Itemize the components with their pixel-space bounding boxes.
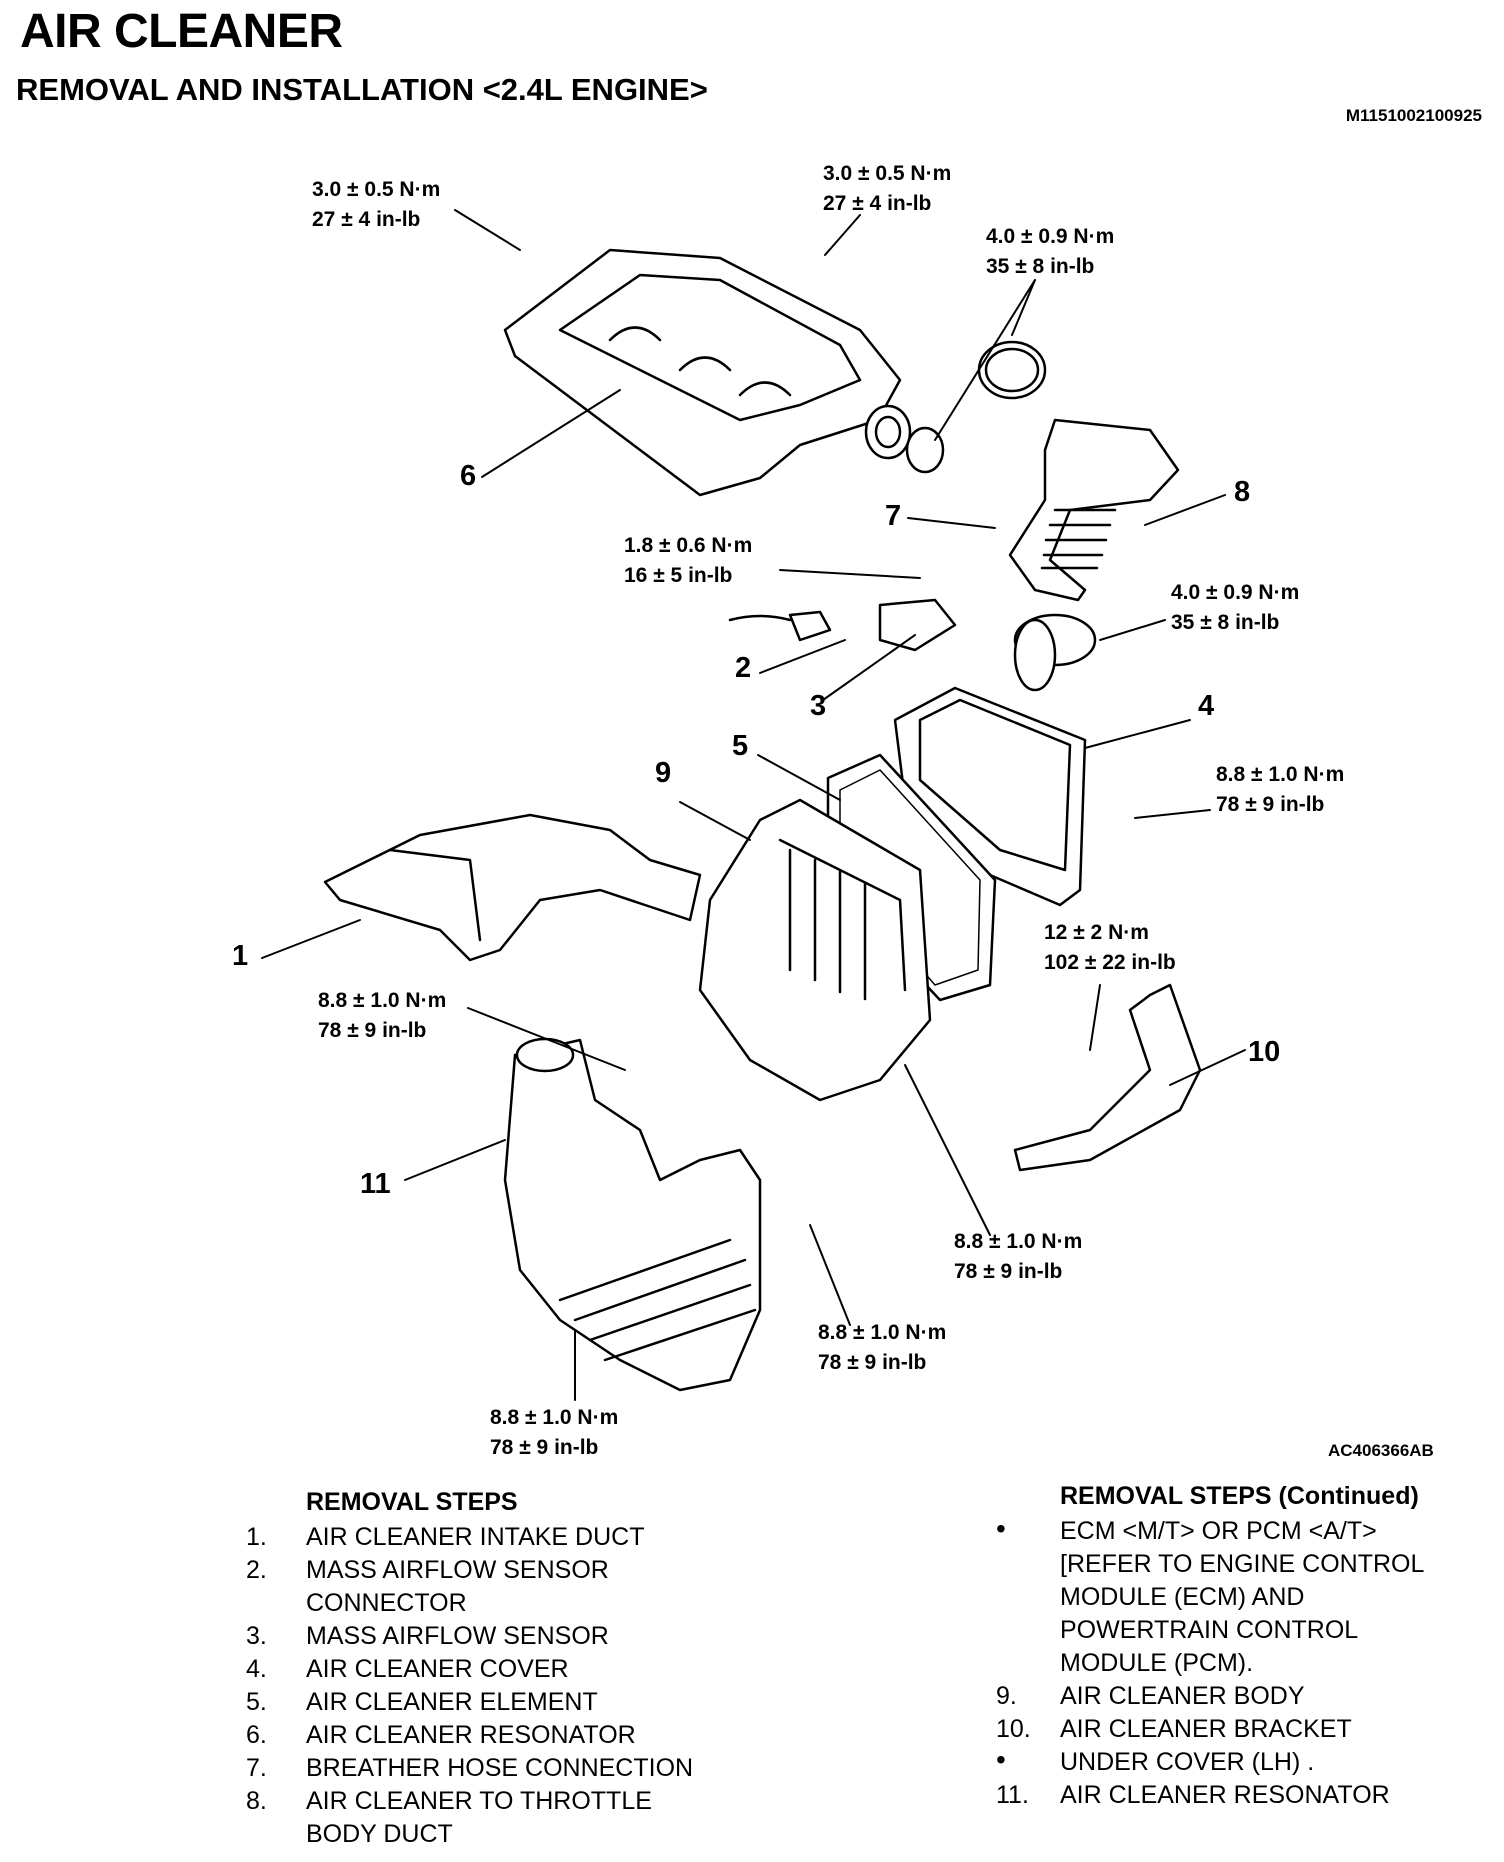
leader-lines [261, 209, 1246, 1401]
list-item: 11.AIR CLEANER RESONATOR [996, 1781, 1390, 1809]
callout-4: 4 [1198, 690, 1215, 722]
removal-steps-heading: REMOVAL STEPS [306, 1488, 518, 1516]
removal-steps: REMOVAL STEPS 1.AIR CLEANER INTAKE DUCT … [246, 1486, 693, 1851]
list-item: •UNDER COVER (LH) . [996, 1744, 1315, 1777]
part-air-cleaner-body [698, 798, 932, 1102]
part-air-cleaner-resonator-lower [503, 1037, 762, 1392]
list-item: 7.BREATHER HOSE CONNECTION [246, 1754, 694, 1782]
document-id: M1151002100925 [1345, 106, 1482, 125]
callout-3: 3 [810, 690, 827, 722]
part-air-cleaner-resonator-upper [503, 248, 912, 497]
list-item: 1.AIR CLEANER INTAKE DUCT [246, 1523, 645, 1551]
part-air-cleaner-bracket [1013, 983, 1202, 1172]
list-item: 9.AIR CLEANER BODY [996, 1682, 1305, 1710]
removal-steps-continued-heading: REMOVAL STEPS (Continued) [1060, 1482, 1419, 1510]
list-item: 5.AIR CLEANER ELEMENT [246, 1688, 598, 1716]
part-throttle-body-duct [905, 340, 1180, 692]
list-item: 2.MASS AIRFLOW SENSOR CONNECTOR [246, 1556, 609, 1617]
removal-steps-continued: REMOVAL STEPS (Continued) •ECM <M/T> OR … [996, 1480, 1496, 1812]
figure-id: AC406366AB [1328, 1441, 1434, 1460]
callout-11: 11 [360, 1168, 391, 1200]
callout-5: 5 [732, 730, 749, 762]
list-item: 4.AIR CLEANER COVER [246, 1655, 569, 1683]
part-mass-airflow-sensor [728, 598, 957, 652]
page-subtitle: REMOVAL AND INSTALLATION <2.4L ENGINE> [16, 72, 708, 107]
list-item: 6.AIR CLEANER RESONATOR [246, 1721, 636, 1749]
callout-7: 7 [885, 500, 902, 532]
list-item: 3.MASS AIRFLOW SENSOR [246, 1622, 609, 1650]
callout-6: 6 [460, 460, 477, 492]
callout-9: 9 [655, 757, 672, 789]
list-item: 10.AIR CLEANER BRACKET [996, 1715, 1352, 1743]
part-air-cleaner-intake-duct [323, 813, 702, 962]
callout-1: 1 [232, 940, 249, 972]
callout-2: 2 [735, 652, 752, 684]
list-item: •ECM <M/T> OR PCM <A/T> [REFER TO ENGINE… [996, 1513, 1425, 1678]
callout-10: 10 [1248, 1036, 1281, 1068]
exploded-diagram [261, 209, 1246, 1401]
callout-8: 8 [1234, 476, 1251, 508]
page-title: AIR CLEANER [20, 5, 343, 58]
list-item: 8.AIR CLEANER TO THROTTLE BODY DUCT [246, 1787, 652, 1848]
